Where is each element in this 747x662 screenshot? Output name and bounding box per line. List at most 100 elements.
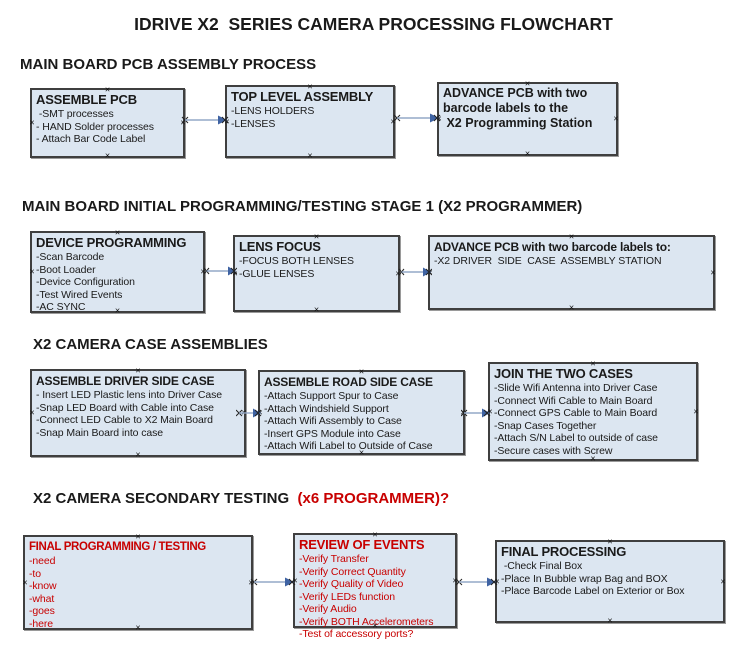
flow-box-advance-pcb-programming-station[interactable]: ADVANCE PCB with two barcode labels to t… xyxy=(436,78,619,159)
step-item: - HAND Solder processes xyxy=(36,120,154,133)
connection-handle-icon[interactable]: × xyxy=(720,576,726,586)
connection-handle-icon[interactable]: × xyxy=(29,117,35,128)
connection-handle-icon[interactable]: × xyxy=(710,267,716,277)
flow-box-assemble-pcb[interactable]: ASSEMBLE PCB -SMT processes - HAND Solde… xyxy=(29,84,185,161)
connection-handle-icon[interactable]: × xyxy=(524,78,531,89)
flow-box-review-of-events[interactable]: REVIEW OF EVENTS -Verify Transfer -Verif… xyxy=(292,529,458,640)
step-item: -Snap LED Board with Cable into Case xyxy=(36,401,214,414)
connection-handle-icon[interactable]: × xyxy=(494,576,500,586)
step-item: -Attach Windshield Support xyxy=(264,402,389,415)
connection-handle-icon[interactable]: × xyxy=(358,366,365,377)
connector-arrow[interactable] xyxy=(250,576,296,588)
step-item: -Connect LED Cable to X2 Main Board xyxy=(36,414,213,426)
flow-box-top-level-assembly[interactable]: TOP LEVEL ASSEMBLY -LENS HOLDERS -LENSES… xyxy=(224,81,396,161)
connection-handle-icon[interactable]: × xyxy=(452,575,458,585)
connection-handle-icon[interactable]: × xyxy=(307,150,313,161)
flow-box-assemble-driver-side-case[interactable]: ASSEMBLE DRIVER SIDE CASE - Insert LED P… xyxy=(29,365,246,460)
connection-handle-icon[interactable]: × xyxy=(390,116,396,126)
step-item: -GLUE LENSES xyxy=(239,267,315,280)
step-item: -Verify Audio xyxy=(299,603,357,615)
flow-box-lens-focus[interactable]: LENS FOCUS -FOCUS BOTH LENSES -GLUE LENS… xyxy=(232,231,401,315)
connection-handle-icon[interactable]: × xyxy=(232,268,238,278)
flow-box-device-programming[interactable]: DEVICE PROGRAMMING -Scan Barcode -Boot L… xyxy=(29,227,206,316)
connector-arrow[interactable] xyxy=(181,114,229,126)
connection-handle-icon[interactable]: × xyxy=(104,150,111,161)
connection-handle-icon[interactable]: × xyxy=(436,113,442,124)
step-item: -goes xyxy=(29,605,55,617)
connection-handle-icon[interactable]: × xyxy=(200,266,206,277)
connector-arrow[interactable] xyxy=(393,112,441,124)
connection-handle-icon[interactable]: × xyxy=(114,305,121,316)
connector-arrow[interactable] xyxy=(398,266,432,278)
connection-handle-icon[interactable]: × xyxy=(135,622,141,633)
connection-handle-icon[interactable]: × xyxy=(135,531,141,542)
box-title: ADVANCE PCB with two barcode labels to: xyxy=(434,240,671,254)
step-item: -know xyxy=(29,580,57,592)
connection-handle-icon[interactable]: × xyxy=(292,575,298,585)
connection-handle-icon[interactable]: × xyxy=(248,577,254,587)
step-item: -Attach Wifi Label to Outside of Case xyxy=(264,440,433,452)
section-heading-secondary-testing: X2 CAMERA SECONDARY TESTING (x6 PROGRAMM… xyxy=(33,490,449,507)
connection-handle-icon[interactable]: × xyxy=(607,536,613,547)
connector-arrow[interactable] xyxy=(236,407,262,419)
box-title: LENS FOCUS xyxy=(239,239,321,254)
box-title: ASSEMBLE ROAD SIDE CASE xyxy=(264,375,433,389)
connection-handle-icon[interactable]: × xyxy=(372,529,378,540)
connection-handle-icon[interactable]: × xyxy=(358,447,365,458)
box-title: REVIEW OF EVENTS xyxy=(299,537,425,552)
connector-arrow[interactable] xyxy=(203,265,237,277)
connection-handle-icon[interactable]: × xyxy=(693,406,699,416)
connection-handle-icon[interactable]: × xyxy=(29,266,35,277)
connection-handle-icon[interactable]: × xyxy=(607,615,613,626)
step-item: -Test of accessory ports? xyxy=(299,628,414,640)
connection-handle-icon[interactable]: × xyxy=(372,620,378,631)
connection-handle-icon[interactable]: × xyxy=(613,113,619,124)
step-item: -Verify Correct Quantity xyxy=(299,565,406,578)
connection-handle-icon[interactable]: × xyxy=(313,231,320,242)
step-item: -Verify BOTH Accelerometers xyxy=(299,615,434,628)
step-item: -Insert GPS Module into Case xyxy=(264,427,401,440)
step-item: -FOCUS BOTH LENSES xyxy=(239,255,354,267)
section-heading-pcb-assembly: MAIN BOARD PCB ASSEMBLY PROCESS xyxy=(20,56,317,73)
connector-arrow[interactable] xyxy=(455,576,498,588)
step-item: -LENS HOLDERS xyxy=(231,105,315,117)
step-item: -Scan Barcode xyxy=(36,251,105,263)
step-item: -Snap Cases Together xyxy=(494,419,597,432)
connection-handle-icon[interactable]: × xyxy=(313,304,320,315)
connection-handle-icon[interactable]: × xyxy=(307,81,313,92)
box-title: FINAL PROGRAMMING / TESTING xyxy=(29,541,206,553)
connection-handle-icon[interactable]: × xyxy=(224,116,230,126)
flow-box-advance-pcb-driver-side[interactable]: ADVANCE PCB with two barcode labels to: … xyxy=(427,231,716,313)
connection-handle-icon[interactable]: × xyxy=(395,268,401,278)
step-item: -Attach S/N Label to outside of case xyxy=(494,432,658,444)
connection-handle-icon[interactable]: × xyxy=(590,453,596,464)
connection-handle-icon[interactable]: × xyxy=(114,227,121,238)
connection-handle-icon[interactable]: × xyxy=(487,406,493,416)
connection-handle-icon[interactable]: × xyxy=(568,231,575,242)
flow-box-final-programming-testing[interactable]: FINAL PROGRAMMING / TESTING -need -to -k… xyxy=(22,531,254,633)
flow-box-final-processing[interactable]: FINAL PROCESSING -Check Final Box -Place… xyxy=(494,536,726,626)
connection-handle-icon[interactable]: × xyxy=(257,407,263,417)
connection-handle-icon[interactable]: × xyxy=(524,148,531,159)
connection-handle-icon[interactable]: × xyxy=(590,358,596,369)
step-item: -Check Final Box xyxy=(501,560,583,572)
connection-handle-icon[interactable]: × xyxy=(135,365,141,376)
section-heading-initial-programming: MAIN BOARD INITIAL PROGRAMMING/TESTING S… xyxy=(22,198,583,215)
connection-handle-icon[interactable]: × xyxy=(22,577,28,587)
connector-arrow[interactable] xyxy=(461,407,491,419)
heading-black-part: X2 CAMERA SECONDARY TESTING xyxy=(33,490,294,507)
step-item: -Verify Quality of Video xyxy=(299,578,404,590)
step-item: -Secure cases with Screw xyxy=(494,444,613,457)
connection-handle-icon[interactable]: × xyxy=(135,449,141,460)
flow-box-assemble-road-side-case[interactable]: ASSEMBLE ROAD SIDE CASE -Attach Support … xyxy=(257,366,465,458)
step-item: -Device Configuration xyxy=(36,276,135,288)
step-item: -Place In Bubble wrap Bag and BOX xyxy=(501,572,668,585)
connection-handle-icon[interactable]: × xyxy=(29,407,35,418)
section-heading-case-assemblies: X2 CAMERA CASE ASSEMBLIES xyxy=(33,336,268,353)
step-item: -Connect Wifi Cable to Main Board xyxy=(494,394,653,407)
connection-handle-icon[interactable]: × xyxy=(568,302,575,313)
step-item: -Snap Main Board into case xyxy=(36,426,163,439)
step-item: -Attach Support Spur to Case xyxy=(264,390,399,402)
connection-handle-icon[interactable]: × xyxy=(104,84,111,95)
flow-box-join-the-two-cases[interactable]: JOIN THE TWO CASES -Slide Wifi Antenna i… xyxy=(487,358,699,464)
